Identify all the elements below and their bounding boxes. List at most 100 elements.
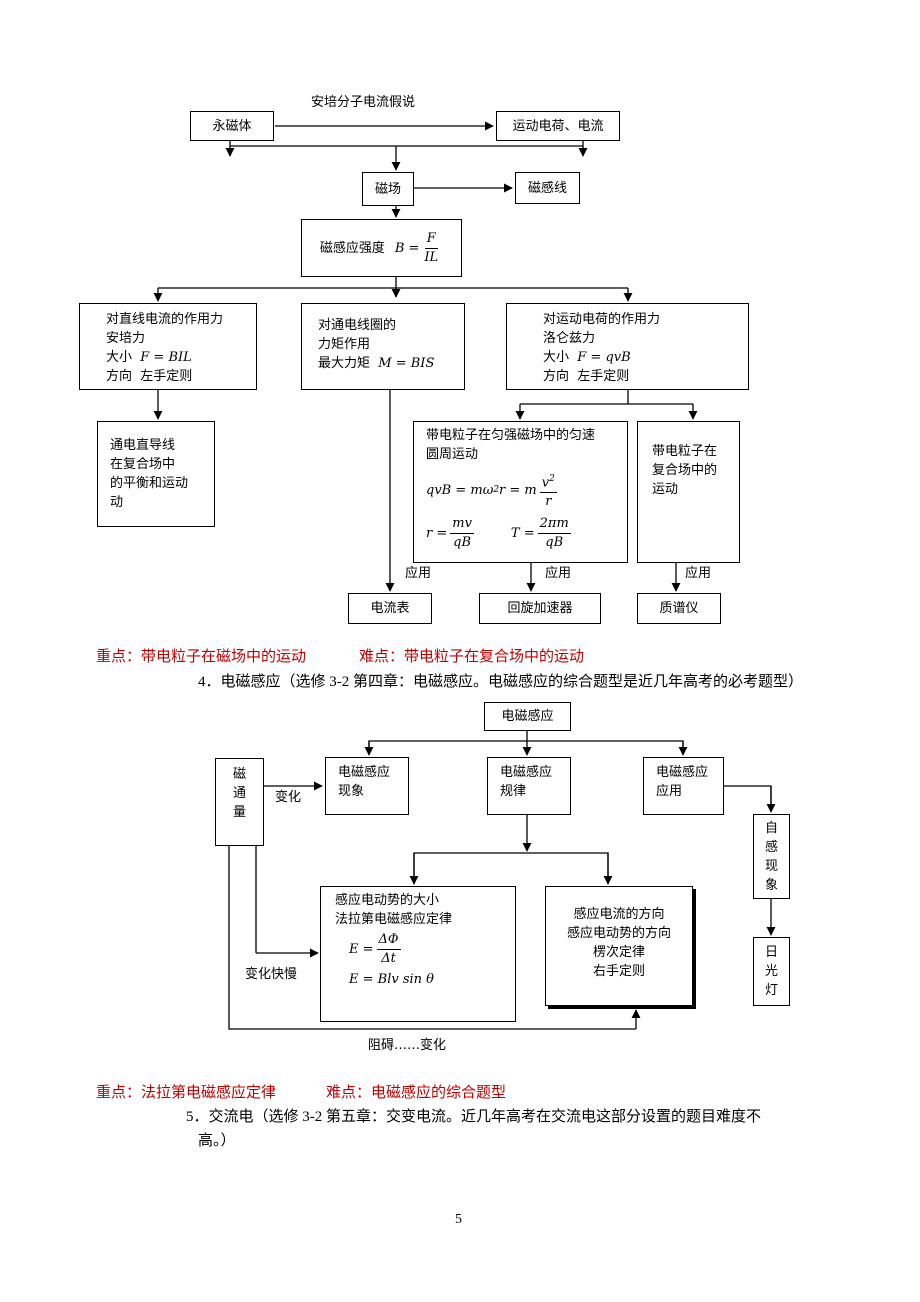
rate-of-change-label: 变化快慢: [245, 967, 298, 982]
change-label: 变化: [275, 790, 302, 805]
ampere-force-box: 对直线电流的作用力 安培力 大小 F = BIL 方向 左手定则: [79, 303, 257, 390]
application-box: 电磁感应 应用: [643, 757, 724, 815]
circular-eq1-sup: 2: [493, 485, 500, 496]
phenomenon-line2: 现象: [338, 784, 365, 799]
wire-motion-line1: 通电直导线: [110, 438, 176, 453]
ampere-size-formula: F = BIL: [140, 350, 192, 365]
flux-density-label: 磁感应强度: [319, 240, 385, 256]
flux-char-3: 量: [232, 805, 246, 820]
phenomenon-line1: 电磁感应: [338, 765, 391, 780]
faraday-eq1-den: Δt: [381, 951, 396, 966]
law-line2: 规律: [500, 784, 527, 799]
fluorescent-char-2: 光: [764, 964, 778, 979]
faraday-eq1: E = ΔΦ Δt: [349, 931, 515, 968]
wire-motion-line2: 在复合场中: [110, 457, 176, 472]
circular-eq2-lhs: r =: [426, 526, 448, 542]
hypothesis-label: 安培分子电流假说: [311, 95, 416, 110]
composite-line1: 带电粒子在: [652, 444, 718, 459]
phenomenon-box: 电磁感应 现象: [325, 757, 409, 815]
direction-line3: 楞次定律: [592, 945, 645, 960]
self-induction-char-2: 感: [764, 840, 778, 855]
lorentz-dir-value: 左手定则: [577, 369, 630, 384]
lorentz-force-title: 对运动电荷的作用力: [543, 312, 661, 327]
section-5-heading: 5．交流电（选修 3-2 第五章：交变电流。近几年高考在交流电这部分设置的题目难…: [186, 1109, 761, 1125]
key-point-1: 重点：带电粒子在磁场中的运动: [96, 649, 307, 665]
wire-motion-box: 通电直导线 在复合场中 的平衡和运动 动: [97, 421, 215, 527]
ampere-force-title: 对直线电流的作用力: [106, 312, 224, 327]
self-induction-char-3: 现: [764, 859, 778, 874]
application-line2: 应用: [656, 784, 683, 799]
key-point-2: 重点：法拉第电磁感应定律: [96, 1085, 277, 1101]
composite-line3: 运动: [652, 482, 679, 497]
emf-line2: 法拉第电磁感应定律: [335, 912, 453, 927]
circular-eq1-num: v: [541, 475, 550, 491]
torque-box: 对通电线圈的 力矩作用 最大力矩 M = BIS: [301, 303, 465, 390]
emf-magnitude-box: 感应电动势的大小 法拉第电磁感应定律 E = ΔΦ Δt E = Blv sin…: [320, 886, 516, 1022]
wire-motion-line3: 的平衡和运动: [110, 476, 189, 491]
permanent-magnet-box: 永磁体: [190, 111, 274, 141]
faraday-eq2: E = Blv sin θ: [349, 972, 434, 987]
apply-label-2: 应用: [545, 566, 572, 581]
circular-eq1-den: r: [545, 494, 552, 510]
section-4-heading: 4．电磁感应（选修 3-2 第四章：电磁感应。电磁感应的综合题型是近几年高考的必…: [198, 674, 803, 690]
cyclotron-box: 回旋加速器: [479, 593, 601, 624]
wire-motion-line4: 动: [110, 495, 124, 510]
torque-max-formula: M = BIS: [378, 356, 435, 371]
law-box: 电磁感应 规律: [487, 757, 571, 815]
flux-density-num: F: [424, 230, 438, 249]
self-induction-char-1: 自: [764, 821, 778, 836]
faraday-eq1-num: ΔΦ: [376, 931, 401, 950]
lorentz-size-label: 大小: [543, 350, 570, 365]
circular-line1: 带电粒子在匀强磁场中的匀速: [426, 428, 596, 443]
composite-line2: 复合场中的: [652, 463, 718, 478]
apply-label-1: 应用: [405, 566, 432, 581]
current-direction-box: 感应电流的方向 感应电动势的方向 楞次定律 右手定则: [545, 886, 693, 1006]
circular-eq2-num: mv: [450, 515, 474, 535]
torque-max-label: 最大力矩: [318, 356, 371, 371]
emf-line1: 感应电动势的大小: [335, 893, 440, 908]
lorentz-dir-label: 方向: [543, 369, 570, 384]
circular-eq2: r = mv qB T = 2πm qB: [426, 515, 627, 552]
law-line1: 电磁感应: [500, 765, 553, 780]
circular-eq3-fraction: 2πm qB: [537, 515, 571, 552]
torque-line2: 力矩作用: [318, 337, 371, 352]
direction-line4: 右手定则: [592, 964, 645, 979]
magnetic-flux-box: 磁 通 量: [215, 758, 264, 846]
fluorescent-char-1: 日: [764, 945, 778, 960]
flux-density-den: IL: [424, 249, 439, 265]
circular-eq1-fraction: v2 r: [539, 470, 557, 511]
ampere-force-sub: 安培力: [106, 331, 146, 346]
ampere-dir-value: 左手定则: [140, 369, 193, 384]
torque-line1: 对通电线圈的: [318, 318, 397, 333]
self-induction-char-4: 象: [764, 878, 778, 893]
circular-eq2-den: qB: [453, 535, 472, 551]
ampere-dir-label: 方向: [106, 369, 133, 384]
fluorescent-char-3: 灯: [764, 983, 778, 998]
ampere-size-label: 大小: [106, 350, 133, 365]
section-5-continuation: 高。）: [198, 1133, 236, 1149]
faraday-eq1-lhs: E =: [349, 942, 374, 957]
circular-eq2-fraction: mv qB: [450, 515, 474, 552]
moving-charge-box: 运动电荷、电流: [496, 111, 620, 141]
lorentz-force-sub: 洛仑兹力: [543, 331, 596, 346]
oppose-change-label: 阻碍……变化: [368, 1038, 447, 1053]
em-induction-top-box: 电磁感应: [484, 702, 571, 731]
page-number: 5: [455, 1212, 462, 1227]
difficulty-1: 难点：带电粒子在复合场中的运动: [359, 649, 585, 665]
circular-eq3-den: qB: [545, 535, 564, 551]
ammeter-box: 电流表: [348, 593, 432, 624]
application-line1: 电磁感应: [656, 765, 709, 780]
faraday-eq1-fraction: ΔΦ Δt: [376, 931, 401, 968]
flux-char-2: 通: [232, 786, 246, 801]
circular-eq1-b: r = m: [499, 483, 537, 499]
circular-eq1-a: qvB = mω: [426, 483, 494, 499]
field-lines-box: 磁感线: [515, 172, 580, 204]
apply-label-3: 应用: [685, 566, 712, 581]
lorentz-size-formula: F = qvB: [577, 350, 631, 365]
direction-line2: 感应电动势的方向: [566, 926, 671, 941]
difficulty-2: 难点：电磁感应的综合题型: [326, 1085, 507, 1101]
self-induction-box: 自 感 现 象: [753, 814, 790, 899]
lorentz-force-box: 对运动电荷的作用力 洛仑兹力 大小 F = qvB 方向 左手定则: [506, 303, 749, 390]
